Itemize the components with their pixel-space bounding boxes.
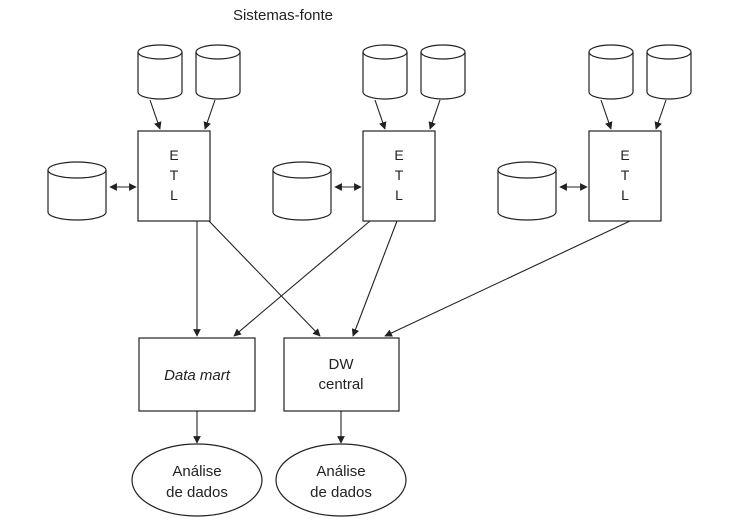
etl-letter: E	[620, 147, 629, 163]
data-mart-box: Data mart	[138, 337, 256, 412]
analysis-label: de dados	[310, 484, 372, 501]
staging-database-icon	[47, 161, 107, 221]
source-database-icon	[646, 44, 692, 100]
etl-box: E T L	[137, 130, 211, 222]
arrow-etl1-to-dw	[208, 220, 321, 337]
dw-central-box: DW central	[283, 337, 400, 412]
diagram-title: Sistemas-fonte	[233, 7, 333, 24]
staging-database-icon	[272, 161, 332, 221]
source-group-1: E T L	[47, 44, 241, 222]
analysis-label: Análise	[172, 463, 221, 480]
data-mart-label: Data mart	[164, 367, 231, 384]
source-database-icon	[362, 44, 408, 100]
etl-letter: L	[621, 187, 629, 203]
etl-box: E T L	[362, 130, 436, 222]
etl-letter: T	[395, 167, 404, 183]
etl-letter: T	[621, 167, 630, 183]
etl-box: E T L	[588, 130, 662, 222]
arrow-source-to-etl	[374, 99, 387, 130]
source-database-icon	[137, 44, 183, 100]
source-database-icon	[195, 44, 241, 100]
arrow-etl2-to-data-mart	[233, 220, 371, 337]
source-database-icon	[588, 44, 634, 100]
etl-letter: L	[395, 187, 403, 203]
dw-label: central	[318, 376, 363, 393]
analysis-label: de dados	[166, 484, 228, 501]
arrow-etl3-to-dw	[384, 220, 631, 337]
etl-letter: E	[169, 147, 178, 163]
data-analysis-node: Análise de dados	[275, 443, 407, 517]
arrow-etl2-to-dw	[351, 220, 398, 337]
arrow-source-to-etl	[428, 99, 441, 130]
dw-label: DW	[329, 356, 355, 373]
arrow-source-to-etl	[149, 99, 162, 130]
arrow-source-to-etl	[600, 99, 613, 130]
etl-letter: E	[394, 147, 403, 163]
source-database-icon	[420, 44, 466, 100]
analysis-label: Análise	[316, 463, 365, 480]
etl-letter: L	[170, 187, 178, 203]
arrow-source-to-etl	[654, 99, 667, 130]
data-analysis-node: Análise de dados	[131, 443, 263, 517]
arrow-source-to-etl	[203, 99, 216, 130]
source-group-2: E T L	[272, 44, 466, 222]
etl-letter: T	[170, 167, 179, 183]
staging-database-icon	[497, 161, 557, 221]
source-group-3: E T L	[497, 44, 692, 222]
